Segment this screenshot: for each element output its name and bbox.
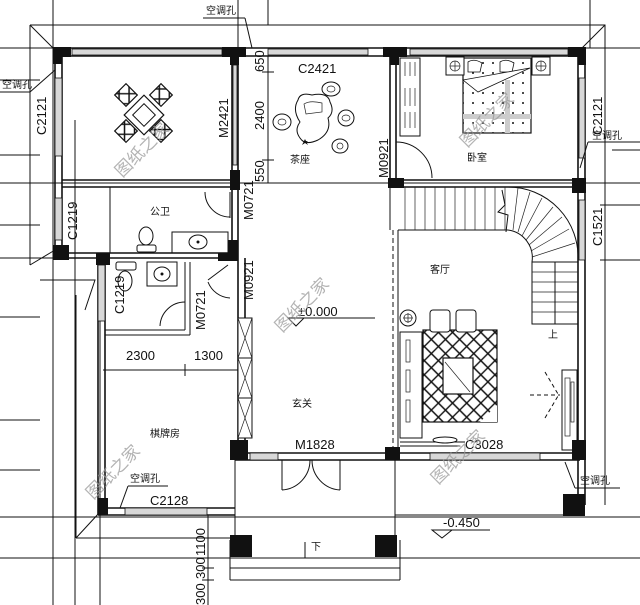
elevation-floor-label: ±0.000 <box>298 304 338 319</box>
dimension-550: 550 <box>252 160 267 182</box>
watermark: 图纸之家 <box>82 441 144 503</box>
door-code-m0721-lower: M0721 <box>193 290 208 330</box>
dimension-300-b: 300 <box>193 583 208 605</box>
door-code-m0721-upper: M0721 <box>241 180 256 220</box>
window-code-c1219-lower: C1219 <box>112 276 127 314</box>
window-code-c3028: C3028 <box>465 437 503 452</box>
door-code-m1828: M1828 <box>295 437 335 452</box>
tea-table-set <box>272 81 355 154</box>
window-code-c2121-left: C2121 <box>34 97 49 135</box>
living-room-furniture <box>399 309 578 451</box>
stair-up-label: 上 <box>548 329 558 341</box>
room-label-bedroom: 卧室 <box>467 151 487 164</box>
dimension-2300: 2300 <box>126 348 155 363</box>
room-label-tea: 茶座 <box>290 153 310 166</box>
ac-hole-label-left: 空调孔 <box>2 78 32 91</box>
staircase <box>398 186 579 325</box>
dimension-2400: 2400 <box>252 101 267 130</box>
dimension-lines <box>103 56 274 605</box>
ac-hole-label-bottom-left: 空调孔 <box>130 472 160 485</box>
elevation-markers <box>286 317 490 558</box>
ac-hole-label-bottom-right: 空调孔 <box>580 474 610 487</box>
stair-down-label: 下 <box>311 542 321 553</box>
room-label-living: 客厅 <box>430 263 450 276</box>
door-code-m2421: M2421 <box>216 98 231 138</box>
elevation-outside-label: -0.450 <box>443 515 480 530</box>
room-label-public-wc: 公卫 <box>150 207 170 218</box>
window-code-c1219-upper: C1219 <box>65 202 80 240</box>
room-label-entrance: 玄关 <box>292 397 312 410</box>
window-code-c1521: C1521 <box>590 208 605 246</box>
room-label-mahjong: 棋牌房 <box>150 427 180 440</box>
ac-hole-leaders <box>0 17 640 509</box>
bathroom-fixtures <box>115 226 229 292</box>
dimension-650: 650 <box>252 50 267 72</box>
doors <box>159 141 433 491</box>
window-code-c2121-right: C2121 <box>590 97 605 135</box>
dimension-1300: 1300 <box>194 348 223 363</box>
ac-hole-label-top: 空调孔 <box>206 4 236 17</box>
roof-outline <box>29 24 606 539</box>
dimension-300-a: 300 <box>193 557 208 579</box>
windows <box>54 48 586 516</box>
window-code-c2128: C2128 <box>150 493 188 508</box>
window-code-c2421: C2421 <box>298 61 336 76</box>
dimension-1100: 1100 <box>193 528 208 556</box>
door-code-m0921-bedroom: M0921 <box>376 138 391 178</box>
wardrobe <box>399 57 421 137</box>
double-bed <box>445 56 551 134</box>
dining-table-set <box>113 82 174 144</box>
ac-hole-label-right: 空调孔 <box>592 129 622 142</box>
structural-columns <box>53 47 586 557</box>
door-code-m0921-entry: M0921 <box>241 260 256 300</box>
